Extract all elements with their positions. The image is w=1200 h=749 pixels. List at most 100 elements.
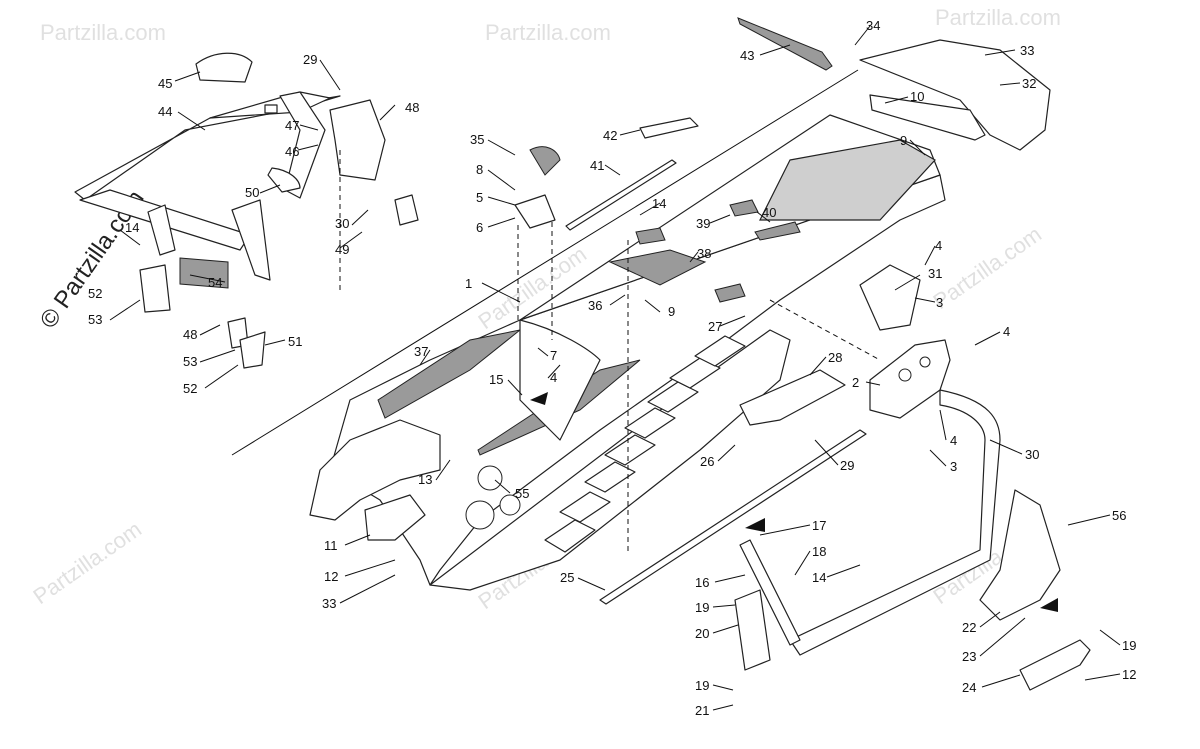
callout-label: 46 xyxy=(285,144,299,159)
callout-label: 4 xyxy=(1003,324,1010,339)
callout-label: 56 xyxy=(1112,508,1126,523)
rear-flap-part xyxy=(737,17,833,71)
heat-exchanger-plate xyxy=(859,264,921,331)
tunnel-pad-small-2 xyxy=(729,199,759,217)
callout-label: 39 xyxy=(696,216,710,231)
callout-label: 17 xyxy=(812,518,826,533)
callout-label: 53 xyxy=(183,354,197,369)
watermark-text: Partzilla.com xyxy=(935,5,1061,30)
callout-label: 10 xyxy=(910,89,924,104)
callout-label: 36 xyxy=(588,298,602,313)
callout-label: 9 xyxy=(900,133,907,148)
callout-label: 26 xyxy=(700,454,714,469)
stiffener-part xyxy=(739,369,846,426)
shock-cover-part xyxy=(734,589,771,671)
rack-bracket-mount xyxy=(239,331,266,369)
callout-label: 35 xyxy=(470,132,484,147)
callout-label: 33 xyxy=(322,596,336,611)
callout-label: 43 xyxy=(740,48,754,63)
watermark-text: Partzilla.com xyxy=(29,516,146,609)
callout-label: 13 xyxy=(418,472,432,487)
callout-label: 50 xyxy=(245,185,259,200)
rear-rack-part xyxy=(74,91,386,281)
step-plate-part xyxy=(364,494,426,541)
callout-label: 40 xyxy=(762,205,776,220)
callout-label: 44 xyxy=(158,104,172,119)
rack-strap-part xyxy=(267,167,301,193)
callout-label: 42 xyxy=(603,128,617,143)
callout-label: 18 xyxy=(812,544,826,559)
callout-label: 5 xyxy=(476,190,483,205)
callout-label: 9 xyxy=(668,304,675,319)
callout-label: 4 xyxy=(950,433,957,448)
callout-label: 7 xyxy=(550,348,557,363)
callout-label: 19 xyxy=(695,678,709,693)
callout-label: 12 xyxy=(324,569,338,584)
callout-label: 6 xyxy=(476,220,483,235)
callout-label: 2 xyxy=(852,375,859,390)
rack-cap-part xyxy=(195,52,253,83)
callout-label: 14 xyxy=(812,570,826,585)
callout-label: 45 xyxy=(158,76,172,91)
callout-label: 12 xyxy=(1122,667,1136,682)
rail-part xyxy=(599,429,867,605)
bumper-brace-part xyxy=(869,94,986,141)
callout-label: 25 xyxy=(560,570,574,585)
tunnel-pad-small xyxy=(635,227,666,245)
callout-label: 8 xyxy=(476,162,483,177)
callout-label: 38 xyxy=(697,246,711,261)
brace-part xyxy=(739,539,801,646)
callout-label: 23 xyxy=(962,649,976,664)
tunnel-pad-part xyxy=(608,249,707,286)
callout-label: 52 xyxy=(183,381,197,396)
watermark-text: Partzilla.com xyxy=(929,221,1046,314)
callout-label: 29 xyxy=(303,52,317,67)
callout-label: 16 xyxy=(695,575,709,590)
callout-label: 14 xyxy=(652,196,666,211)
side-trim-part xyxy=(639,117,699,139)
watermark-text: Partzilla.com xyxy=(40,20,166,45)
callout-label: 1 xyxy=(465,276,472,291)
callout-label: 51 xyxy=(288,334,302,349)
callout-label: 24 xyxy=(962,680,976,695)
tunnel-pad-rear xyxy=(714,283,746,303)
callout-label: 54 xyxy=(208,275,222,290)
callout-label: 3 xyxy=(950,459,957,474)
callout-label: 4 xyxy=(550,370,557,385)
callout-labels: 45 44 29 48 47 46 50 30 49 14 52 53 54 4… xyxy=(88,18,1136,718)
leader-lines xyxy=(109,25,1121,711)
callout-label: 33 xyxy=(1020,43,1034,58)
callout-label: 19 xyxy=(1122,638,1136,653)
callout-label: 48 xyxy=(183,327,197,342)
callout-label: 49 xyxy=(335,242,349,257)
assembly-guide-line xyxy=(231,69,859,456)
callout-label: 3 xyxy=(936,295,943,310)
bumper-bar-part xyxy=(789,389,1001,656)
callout-label: 28 xyxy=(828,350,842,365)
callout-label: 19 xyxy=(695,600,709,615)
light-bracket-part xyxy=(514,194,556,229)
direction-arrows xyxy=(530,392,1058,612)
callout-label: 53 xyxy=(88,312,102,327)
callout-label: 4 xyxy=(935,238,942,253)
footrest-part xyxy=(1019,639,1091,691)
toe-plate-part xyxy=(979,489,1061,621)
callout-label: 30 xyxy=(1025,447,1039,462)
callout-label: 14 xyxy=(125,220,139,235)
callout-label: 48 xyxy=(405,100,419,115)
callout-label: 34 xyxy=(866,18,880,33)
callout-label: 29 xyxy=(840,458,854,473)
callout-label: 15 xyxy=(489,372,503,387)
trim-strip-part xyxy=(565,159,677,231)
rack-foot-part xyxy=(394,194,419,226)
watermark-text: Partzilla.com xyxy=(485,20,611,45)
callout-label: 41 xyxy=(590,158,604,173)
callout-label: 47 xyxy=(285,118,299,133)
callout-label: 52 xyxy=(88,286,102,301)
callout-label: 22 xyxy=(962,620,976,635)
callout-label: 21 xyxy=(695,703,709,718)
tunnel-pad-strip xyxy=(754,221,801,241)
rack-bracket-left xyxy=(139,264,171,313)
dashed-guide-lines xyxy=(339,150,881,555)
